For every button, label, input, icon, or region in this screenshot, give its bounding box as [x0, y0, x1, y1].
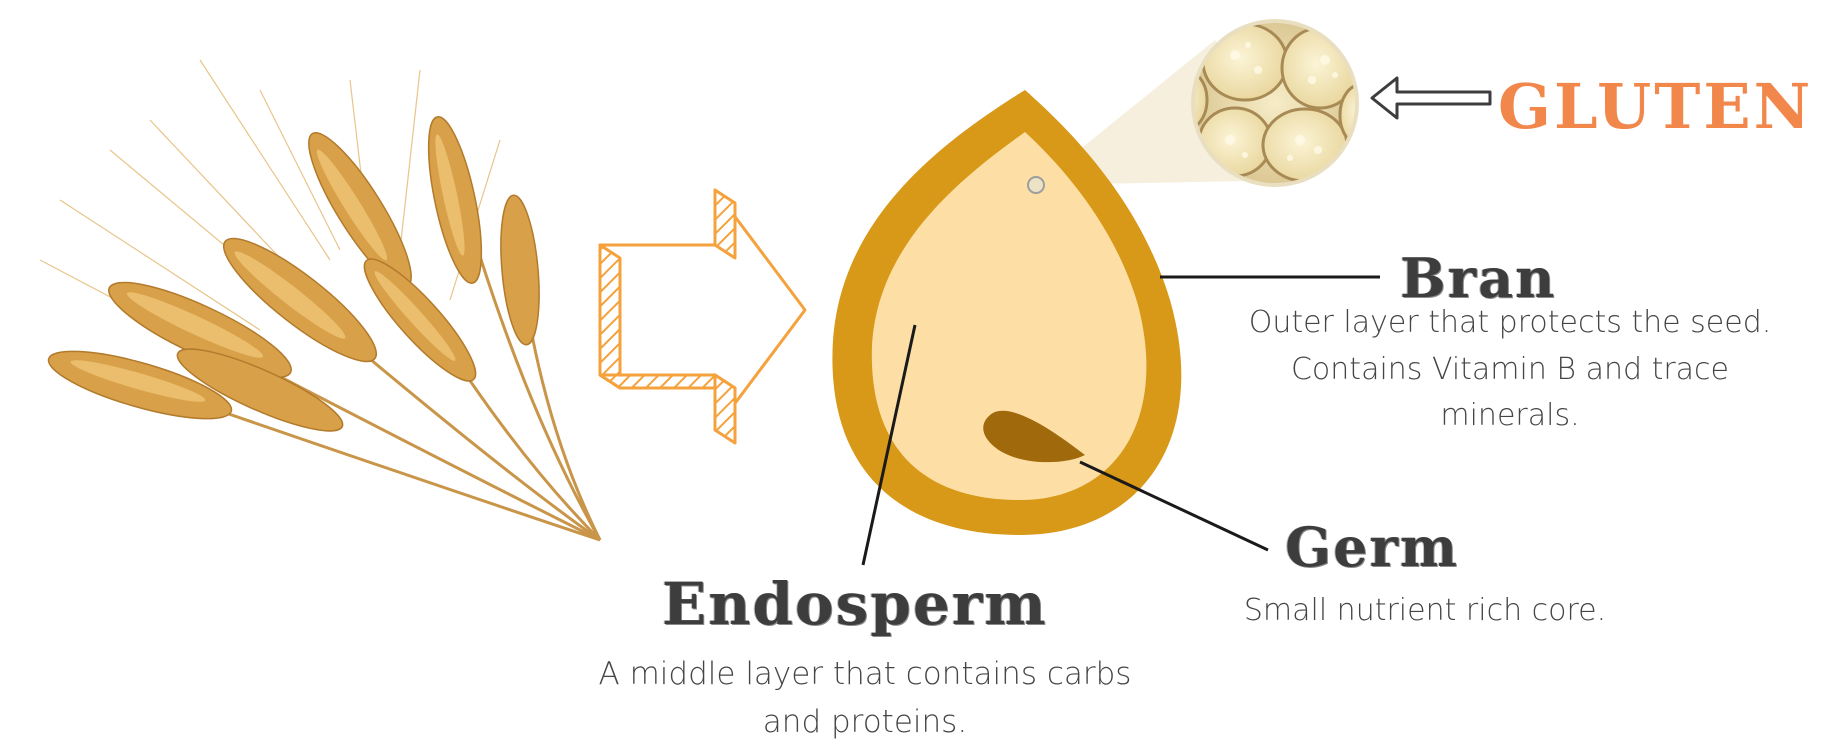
hatched-arrow-right-icon [600, 190, 805, 443]
bran-description: Outer layer that protects the seed. Cont… [1240, 300, 1780, 440]
magnify-point [1028, 177, 1044, 193]
wheat-bundle-illustration [40, 60, 600, 540]
endosperm-title: Endosperm [662, 570, 1048, 638]
gluten-label: GLUTEN [1498, 70, 1813, 143]
endosperm-description: A middle layer that contains carbs and p… [590, 650, 1140, 746]
germ-title: Germ [1285, 515, 1459, 579]
outline-arrow-left-icon [1372, 78, 1490, 118]
germ-description: Small nutrient rich core. [1205, 588, 1645, 635]
